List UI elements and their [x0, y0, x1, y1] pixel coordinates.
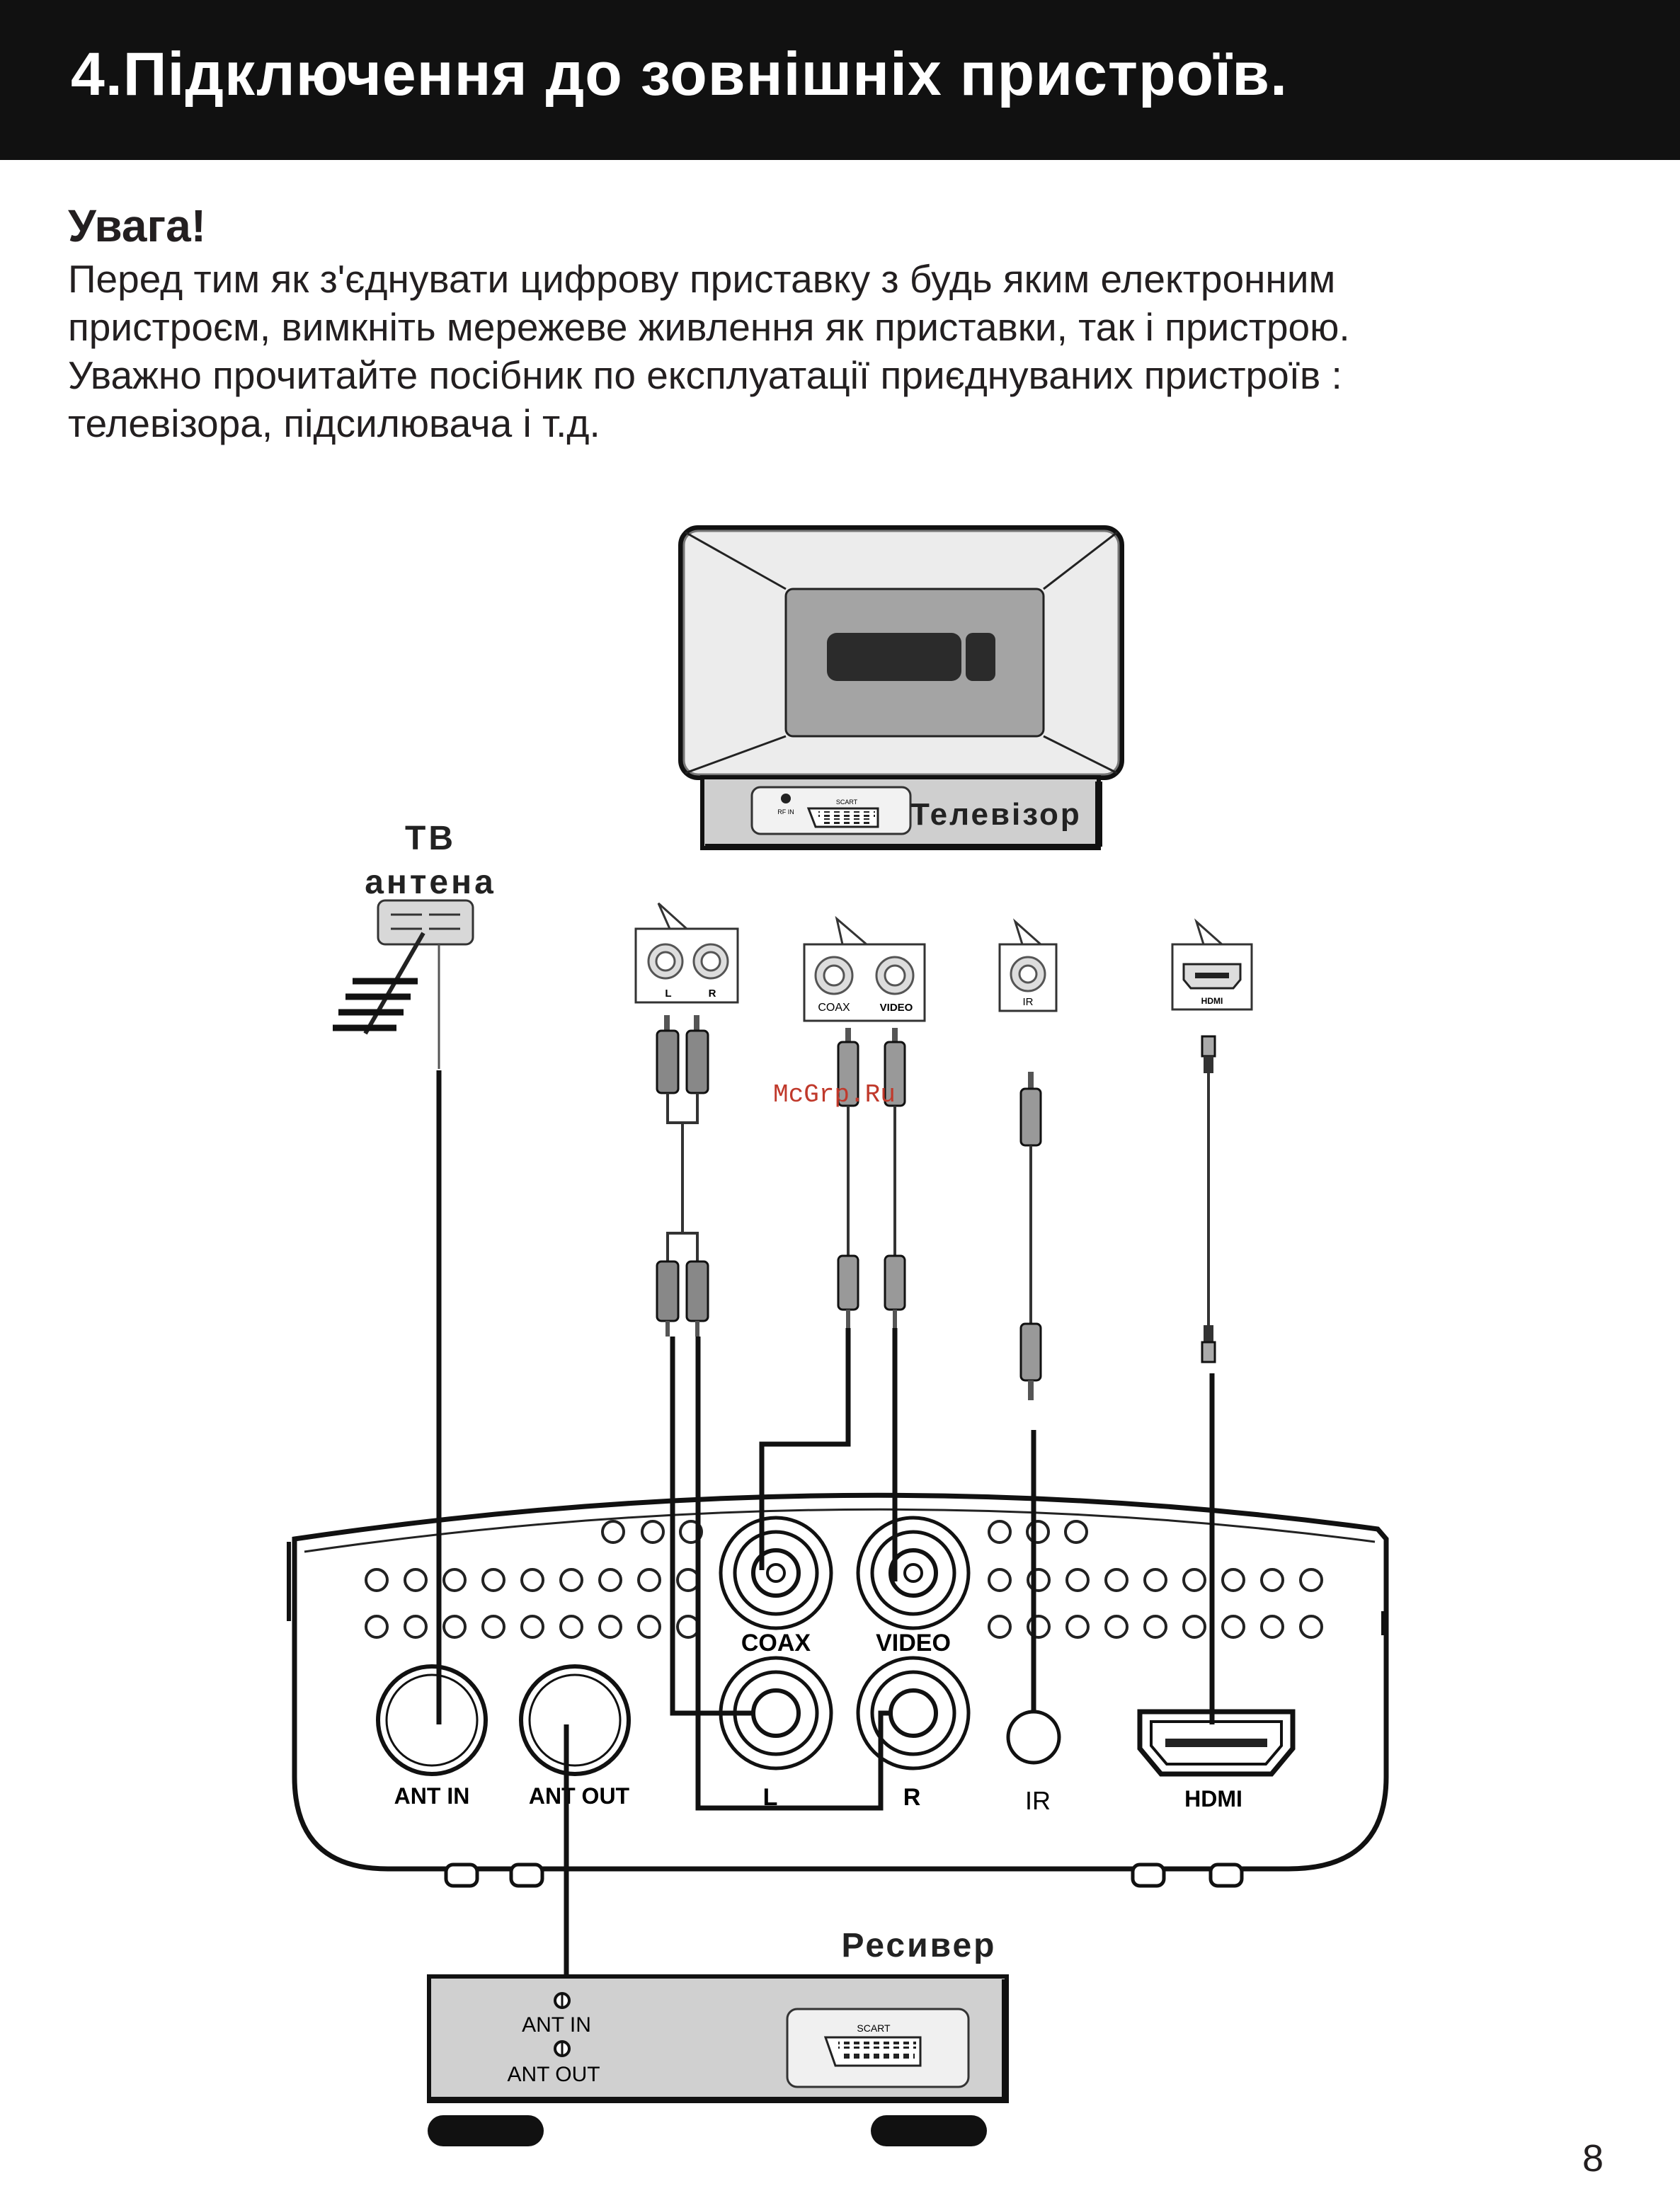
receiver-label: Ресивер — [842, 1927, 997, 1964]
vent-hole — [481, 1568, 505, 1592]
vent-hole — [1026, 1520, 1050, 1544]
antenna-illustration: ТВ антена — [333, 820, 496, 1069]
vent-hole — [1143, 1568, 1167, 1592]
vent-hole — [404, 1615, 428, 1639]
receiver-scart-label: SCART — [857, 2022, 891, 2034]
vent-hole — [1143, 1615, 1167, 1639]
warning-line: пристроєм, вимкніть мережеве живлення як… — [68, 305, 1350, 349]
receiver-ant-out-label: ANT OUT — [507, 2063, 600, 2086]
ir-bubble: IR — [998, 918, 1058, 1012]
vent-hole — [1064, 1520, 1088, 1544]
antenna-icon — [377, 899, 474, 946]
page-header: 4.Підключення до зовнішніх пристроїв. — [0, 0, 1680, 160]
stb-ant-in-label: ANT IN — [394, 1783, 470, 1809]
ir-cable — [1019, 1072, 1042, 1400]
vent-hole — [481, 1615, 505, 1639]
warning-line: телевізора, підсилювача і т.д. — [68, 401, 600, 445]
vent-hole — [442, 1568, 467, 1592]
set-top-box: COAX VIDEO ANT IN ANT OUT L R IR HDMI — [287, 1492, 1389, 1888]
stb-coax-label: COAX — [741, 1630, 811, 1656]
stb-r-label: R — [903, 1784, 921, 1811]
stb-ir-label: IR — [1025, 1786, 1051, 1815]
vent-hole — [365, 1568, 389, 1592]
rca-audio-cable — [656, 1015, 709, 1337]
warning-line: Перед тим як з'єднувати цифрову приставк… — [68, 257, 1336, 301]
bubble-coax-label: COAX — [818, 1002, 850, 1014]
vent-hole — [404, 1568, 428, 1592]
stb-l-label: L — [763, 1784, 778, 1811]
vent-hole — [598, 1568, 622, 1592]
vent-hole — [1299, 1615, 1323, 1639]
tv-rf-in-label: RF IN — [777, 808, 794, 816]
vent-hole — [559, 1615, 583, 1639]
vent-hole — [1260, 1568, 1284, 1592]
vent-hole — [1104, 1568, 1128, 1592]
bubble-video-label: VIDEO — [880, 1002, 913, 1014]
warning-title: Увага! — [68, 200, 207, 251]
stb-ant-out-label: ANT OUT — [529, 1783, 630, 1809]
vent-hole — [559, 1568, 583, 1592]
warning-line: Уважно прочитайте посібник по експлуатац… — [68, 353, 1342, 397]
receiver-illustration: Ресивер ANT IN ANT OUT SCART — [427, 1927, 1009, 2146]
rf-in-icon — [781, 794, 791, 803]
scart-icon — [806, 807, 879, 828]
coax-video-cable — [837, 1028, 906, 1329]
hdmi-cable — [1201, 1035, 1216, 1363]
tv-scart-label: SCART — [836, 799, 858, 806]
bubble-ir-label: IR — [1023, 996, 1034, 1008]
vent-hole — [1182, 1615, 1206, 1639]
coax-video-bubble: COAX VIDEO — [803, 915, 926, 1022]
stb-video-label: VIDEO — [876, 1630, 951, 1656]
hdmi-bubble: HDMI — [1171, 918, 1253, 1011]
vent-hole — [988, 1615, 1012, 1639]
receiver-ant-in-label: ANT IN — [522, 2013, 591, 2037]
warning-text: Перед тим як з'єднувати цифрову приставк… — [68, 255, 1625, 447]
vent-hole — [1260, 1615, 1284, 1639]
vent-hole — [1182, 1568, 1206, 1592]
vent-hole — [365, 1615, 389, 1639]
bubble-r-label: R — [709, 988, 716, 1000]
vent-hole — [1221, 1615, 1245, 1639]
vent-hole — [988, 1568, 1012, 1592]
tv-label: Телевізор — [910, 797, 1082, 832]
vent-hole — [1104, 1615, 1128, 1639]
vent-hole — [442, 1615, 467, 1639]
watermark: McGrp.Ru — [773, 1080, 896, 1109]
page-number: 8 — [1582, 2137, 1604, 2180]
vent-hole — [1065, 1615, 1090, 1639]
ir-socket — [1006, 1710, 1061, 1765]
connection-wires — [436, 1070, 1215, 1993]
vent-hole — [520, 1568, 544, 1592]
bubble-l-label: L — [665, 988, 671, 1000]
audio-lr-bubble: L R — [634, 902, 739, 1004]
vent-hole — [601, 1520, 625, 1544]
vent-hole — [641, 1520, 665, 1544]
ventilation-holes — [365, 1520, 1323, 1639]
vent-hole — [520, 1615, 544, 1639]
vent-hole — [1065, 1568, 1090, 1592]
vent-hole — [637, 1615, 661, 1639]
tv-illustration: RF IN SCART Телевізор — [678, 525, 1124, 850]
vent-hole — [637, 1568, 661, 1592]
antenna-label-line2: антена — [365, 864, 496, 901]
vent-hole — [598, 1615, 622, 1639]
vent-hole — [1221, 1568, 1245, 1592]
stb-hdmi-label: HDMI — [1184, 1786, 1242, 1812]
bubble-hdmi-label: HDMI — [1201, 996, 1223, 1006]
vent-hole — [1299, 1568, 1323, 1592]
page-title: 4.Підключення до зовнішніх пристроїв. — [71, 40, 1288, 108]
vent-hole — [988, 1520, 1012, 1544]
antenna-label-line1: ТВ — [405, 820, 456, 857]
